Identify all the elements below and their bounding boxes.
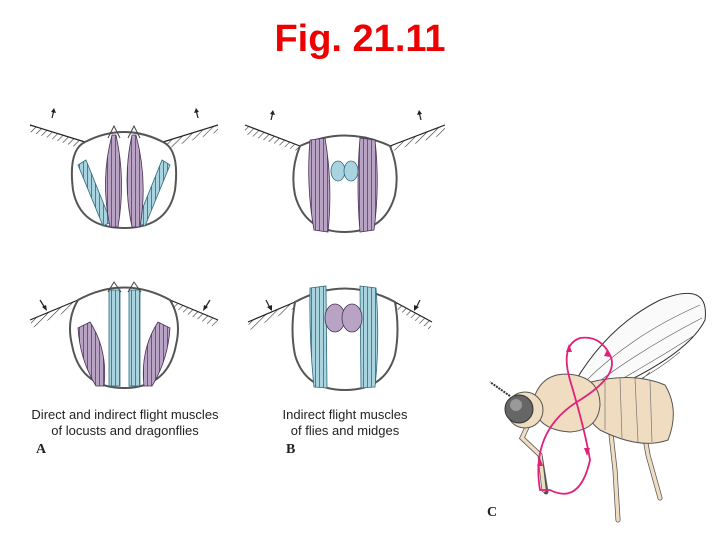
wing-left [30,300,78,328]
wing-left [245,125,300,152]
arrow-icon [566,344,572,352]
wing-right [170,300,218,328]
longitudinal-muscle [330,160,346,182]
panel-a-upstroke [29,108,219,230]
panel-b-upstroke [244,110,446,234]
figure-title: Fig. 21.11 [274,18,446,60]
caption-a-line1: Direct and indirect flight muscles [31,407,219,422]
caption-b-line2: of flies and midges [290,423,400,438]
arrow-icon [604,350,610,357]
wing-left [248,302,295,330]
caption-b: Indirect flight muscles of flies and mid… [245,407,445,439]
panel-b-downstroke [247,285,433,392]
wing-right [390,125,445,152]
indirect-muscle-dorsoventral [359,285,379,389]
longitudinal-muscle [343,160,359,182]
indirect-muscle [105,134,122,228]
indirect-muscle [128,289,141,387]
indirect-muscle [126,134,144,228]
wing-tip-path [537,336,613,495]
panel-label-a: A [36,442,47,457]
panel-c-fly [489,292,706,523]
wing-right [395,302,432,330]
longitudinal-muscle [341,303,363,333]
indirect-muscle-dorsoventral [357,137,378,233]
wing-veins [569,304,703,407]
arrow-icon [537,458,543,466]
arrow-icon [584,448,590,456]
indirect-muscle-dorsoventral [309,285,328,389]
panel-a-downstroke [29,281,219,390]
thorax [534,373,601,433]
indirect-muscle [108,289,121,387]
direct-muscle [142,321,171,387]
caption-b-line1: Indirect flight muscles [282,407,408,422]
indirect-muscle-dorsoventral [308,137,331,233]
panel-label-c: C [487,505,498,520]
thorax-outline [291,287,399,392]
wing-right [163,125,218,150]
direct-muscle [77,321,106,387]
panel-label-b: B [286,442,296,457]
caption-a-line2: of locusts and dragonflies [51,423,199,438]
caption-a: Direct and indirect flight muscles of lo… [25,407,225,439]
wing-left [30,125,85,150]
antenna [489,381,511,397]
